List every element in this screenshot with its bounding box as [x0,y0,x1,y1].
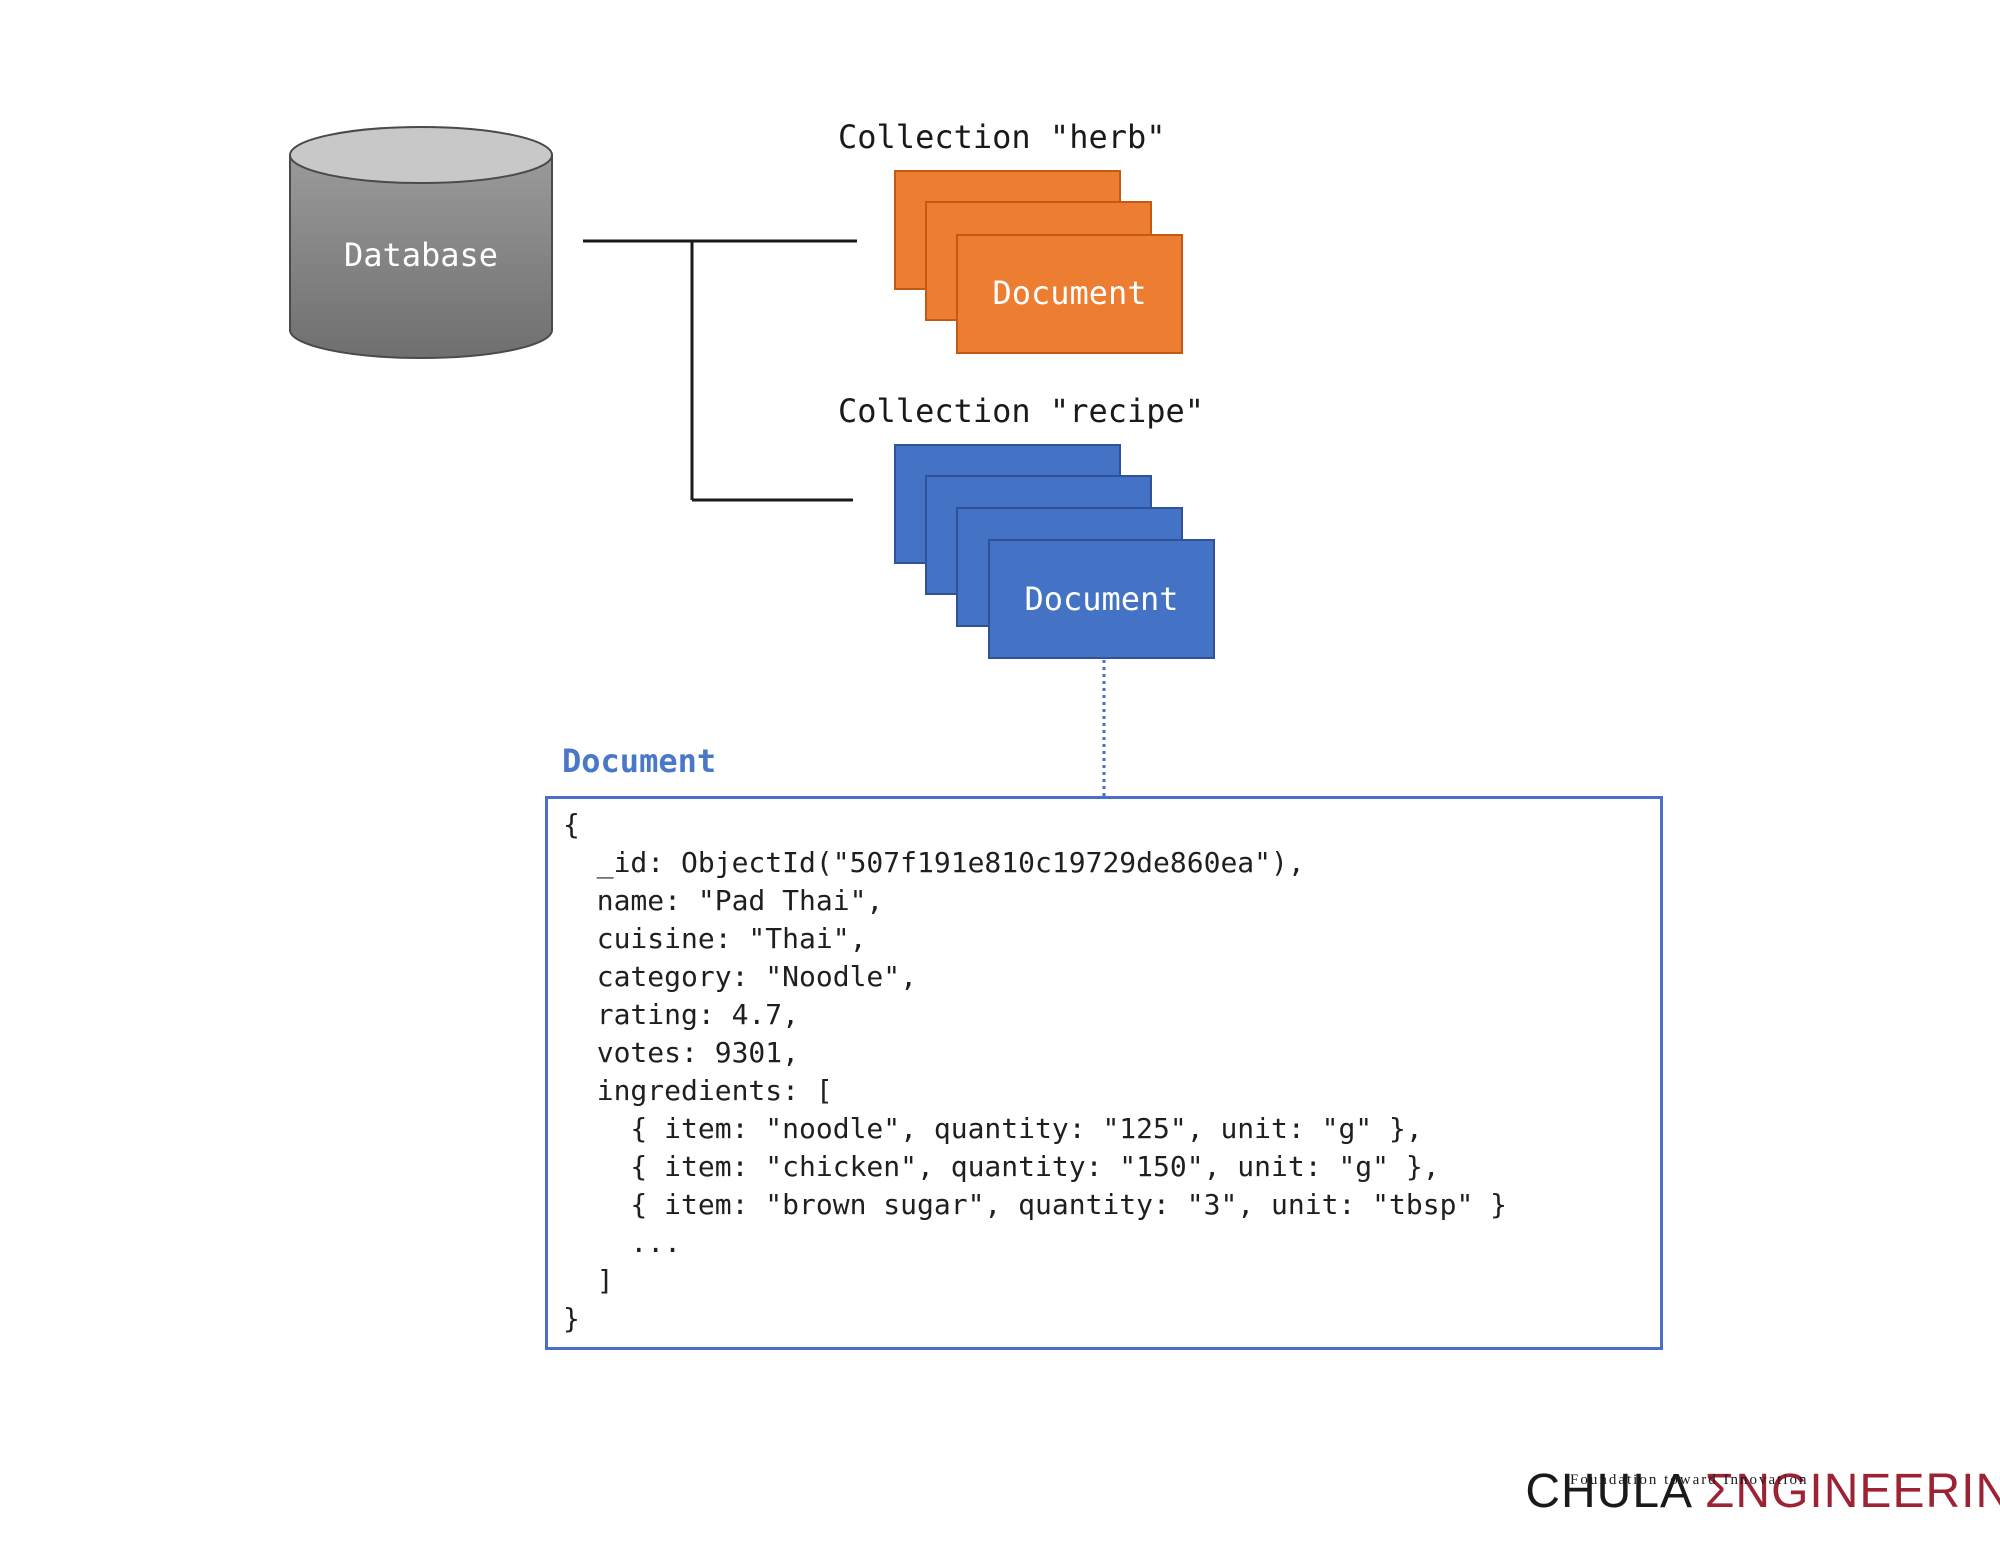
collection-herb-title: Collection "herb" [838,118,1166,156]
code-line: rating: 4.7, [563,998,800,1031]
logo-wordmark: CHULA ΣNGINEERING [1468,1420,2000,1564]
herb-document-label: Document [992,274,1147,312]
code-line: { item: "chicken", quantity: "150", unit… [563,1150,1440,1183]
code-line: category: "Noodle", [563,960,918,993]
recipe-document-stack [894,444,1215,659]
code-line: _id: ObjectId("507f191e810c19729de860ea"… [563,846,1305,879]
logo-tagline: Foundation toward Innovation [1570,1472,1809,1488]
chula-engineering-logo: CHULA ΣNGINEERING Foundation toward Inno… [1440,1388,2000,1516]
code-line: } [563,1302,580,1335]
document-json-code: { _id: ObjectId("507f191e810c19729de860e… [563,806,1507,1338]
code-line: { item: "noodle", quantity: "125", unit:… [563,1112,1423,1145]
code-line: { item: "brown sugar", quantity: "3", un… [563,1188,1508,1221]
database-cylinder-icon [289,126,553,359]
code-line: votes: 9301, [563,1036,800,1069]
code-line: ] [563,1264,614,1297]
code-line: { [563,808,580,841]
recipe-document-label: Document [1024,580,1179,618]
database-label: Database [343,236,499,274]
code-line: ... [563,1226,682,1259]
herb-document-stack [894,170,1183,354]
herb-document-card [956,234,1183,354]
database-structure-diagram [289,126,1215,796]
connector-lines [583,239,857,502]
code-line: cuisine: "Thai", [563,922,867,955]
document-detail-box [545,796,1663,1350]
code-line: name: "Pad Thai", [563,884,884,917]
recipe-document-card [988,539,1215,659]
code-line: ingredients: [ [563,1074,833,1107]
document-detail-heading: Document [562,742,717,780]
collection-recipe-title: Collection "recipe" [838,392,1205,430]
